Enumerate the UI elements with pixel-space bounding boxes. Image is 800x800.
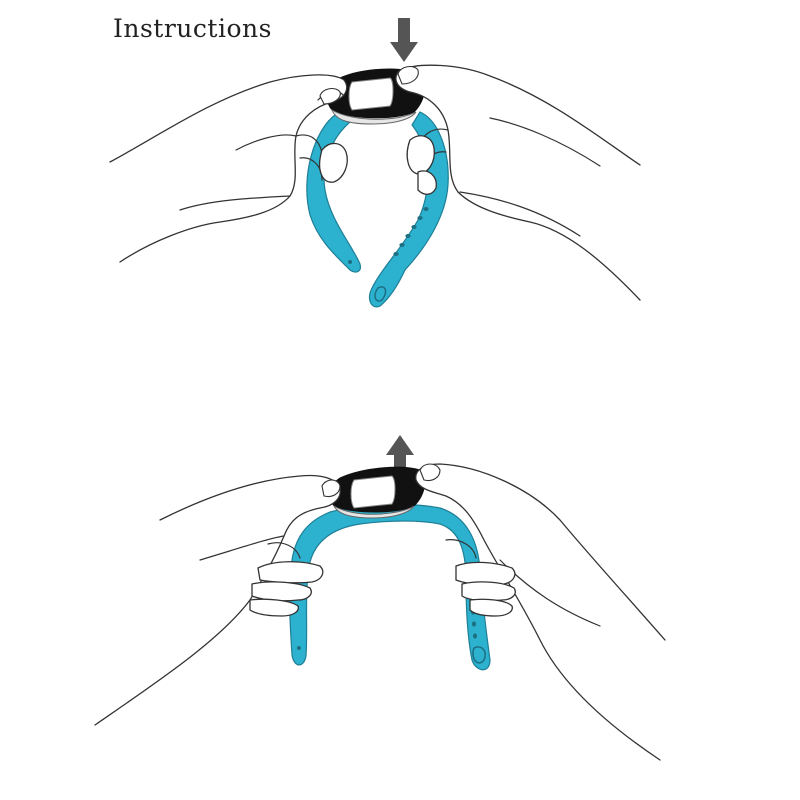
- arrow-down-icon: [390, 18, 418, 62]
- wristband-step-2: [289, 503, 491, 671]
- right-hand-step-1: [395, 64, 641, 301]
- instructions-title: Instructions: [113, 14, 272, 43]
- left-fingers-step-2: [249, 542, 324, 617]
- fingers-behind-band-step-1: [319, 135, 437, 195]
- step-1-illustration: [109, 18, 641, 308]
- tracker-pill-step-2: [328, 466, 426, 519]
- left-hand-step-1: [109, 74, 348, 263]
- step-2-illustration: [94, 435, 666, 761]
- strap-holes: [393, 207, 429, 256]
- right-hand-step-2: [415, 463, 666, 761]
- left-hand-step-2: [94, 474, 341, 726]
- right-fingers-step-2: [445, 539, 516, 617]
